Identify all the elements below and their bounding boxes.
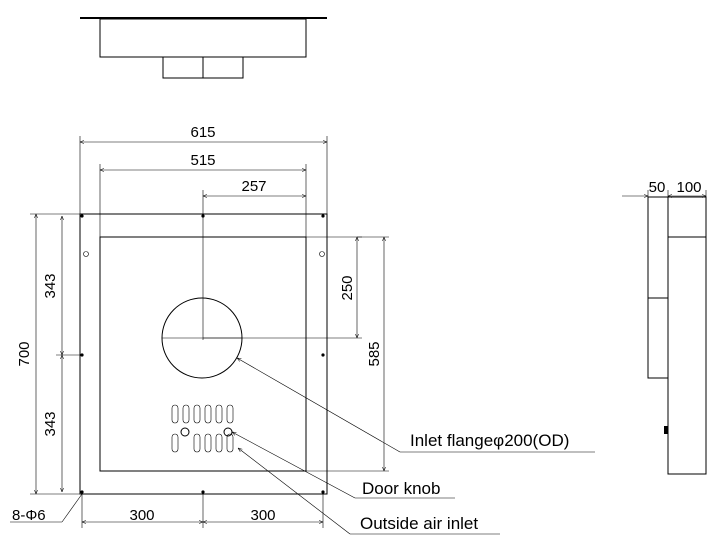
dim-343-top: 343 bbox=[42, 273, 59, 298]
hole-spec: 8-Φ6 bbox=[12, 507, 46, 524]
dim-250: 250 bbox=[339, 275, 356, 300]
dim-257: 257 bbox=[241, 178, 266, 195]
dim-515: 515 bbox=[190, 152, 215, 169]
dim-side-100: 100 bbox=[676, 179, 701, 196]
top-view bbox=[80, 17, 327, 79]
dim-300-left: 300 bbox=[129, 507, 154, 524]
label-inlet-flange: Inlet flangeφ200(OD) bbox=[410, 431, 569, 450]
dim-615: 615 bbox=[190, 124, 215, 141]
dimensions: 615 515 257 700 343 343 250 585 bbox=[10, 124, 389, 528]
dim-300-right: 300 bbox=[250, 507, 275, 524]
mounting-holes bbox=[80, 214, 325, 494]
dim-343-bottom: 343 bbox=[42, 411, 59, 436]
callouts: Inlet flangeφ200(OD) Door knob Outside a… bbox=[232, 358, 595, 535]
front-view bbox=[79, 213, 328, 495]
side-view: 50 100 bbox=[622, 179, 707, 475]
label-door-knob: Door knob bbox=[362, 479, 440, 498]
dim-side-50: 50 bbox=[649, 179, 666, 196]
air-inlet-slots bbox=[171, 404, 234, 453]
outer-panel bbox=[79, 213, 328, 495]
dim-585: 585 bbox=[366, 341, 383, 366]
door-knob-left bbox=[180, 427, 190, 437]
dim-700: 700 bbox=[16, 341, 33, 366]
label-outside-air-inlet: Outside air inlet bbox=[360, 514, 478, 533]
